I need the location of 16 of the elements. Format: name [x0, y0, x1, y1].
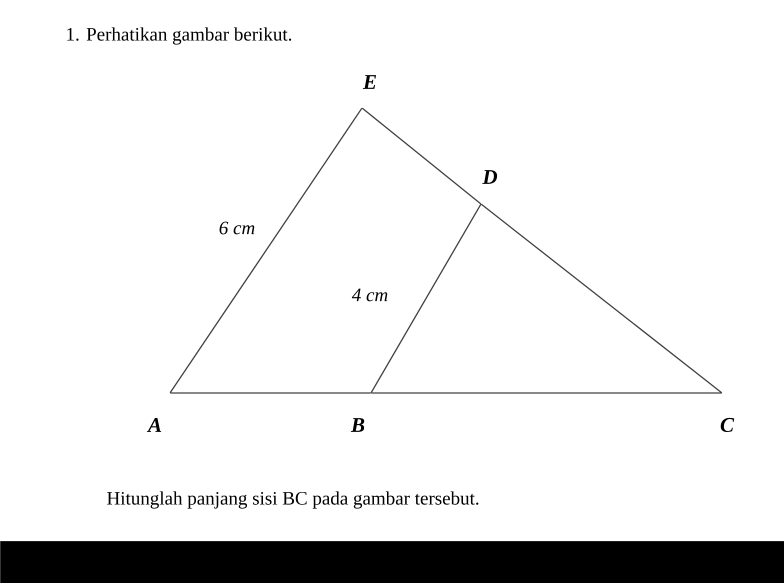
point-label: E — [362, 75, 376, 89]
line-segment — [362, 108, 482, 204]
line-segment — [370, 204, 482, 394]
point-label: C — [720, 418, 734, 432]
line-segment — [170, 392, 371, 394]
question-text: Hitunglah panjang sisi BC pada gambar tersebut. — [107, 491, 478, 509]
point-label: A — [146, 418, 162, 432]
length-label: 6 cm — [220, 222, 254, 234]
point-label: D — [482, 170, 498, 184]
question-title: 1. Perhatikan gambar berikut. — [67, 27, 292, 45]
point-label: B — [350, 418, 364, 432]
line-segment — [371, 392, 722, 394]
length-label: 4 cm — [352, 288, 388, 302]
line-segment — [170, 108, 362, 394]
line-segment — [480, 204, 722, 394]
bottom-band — [0, 541, 784, 583]
